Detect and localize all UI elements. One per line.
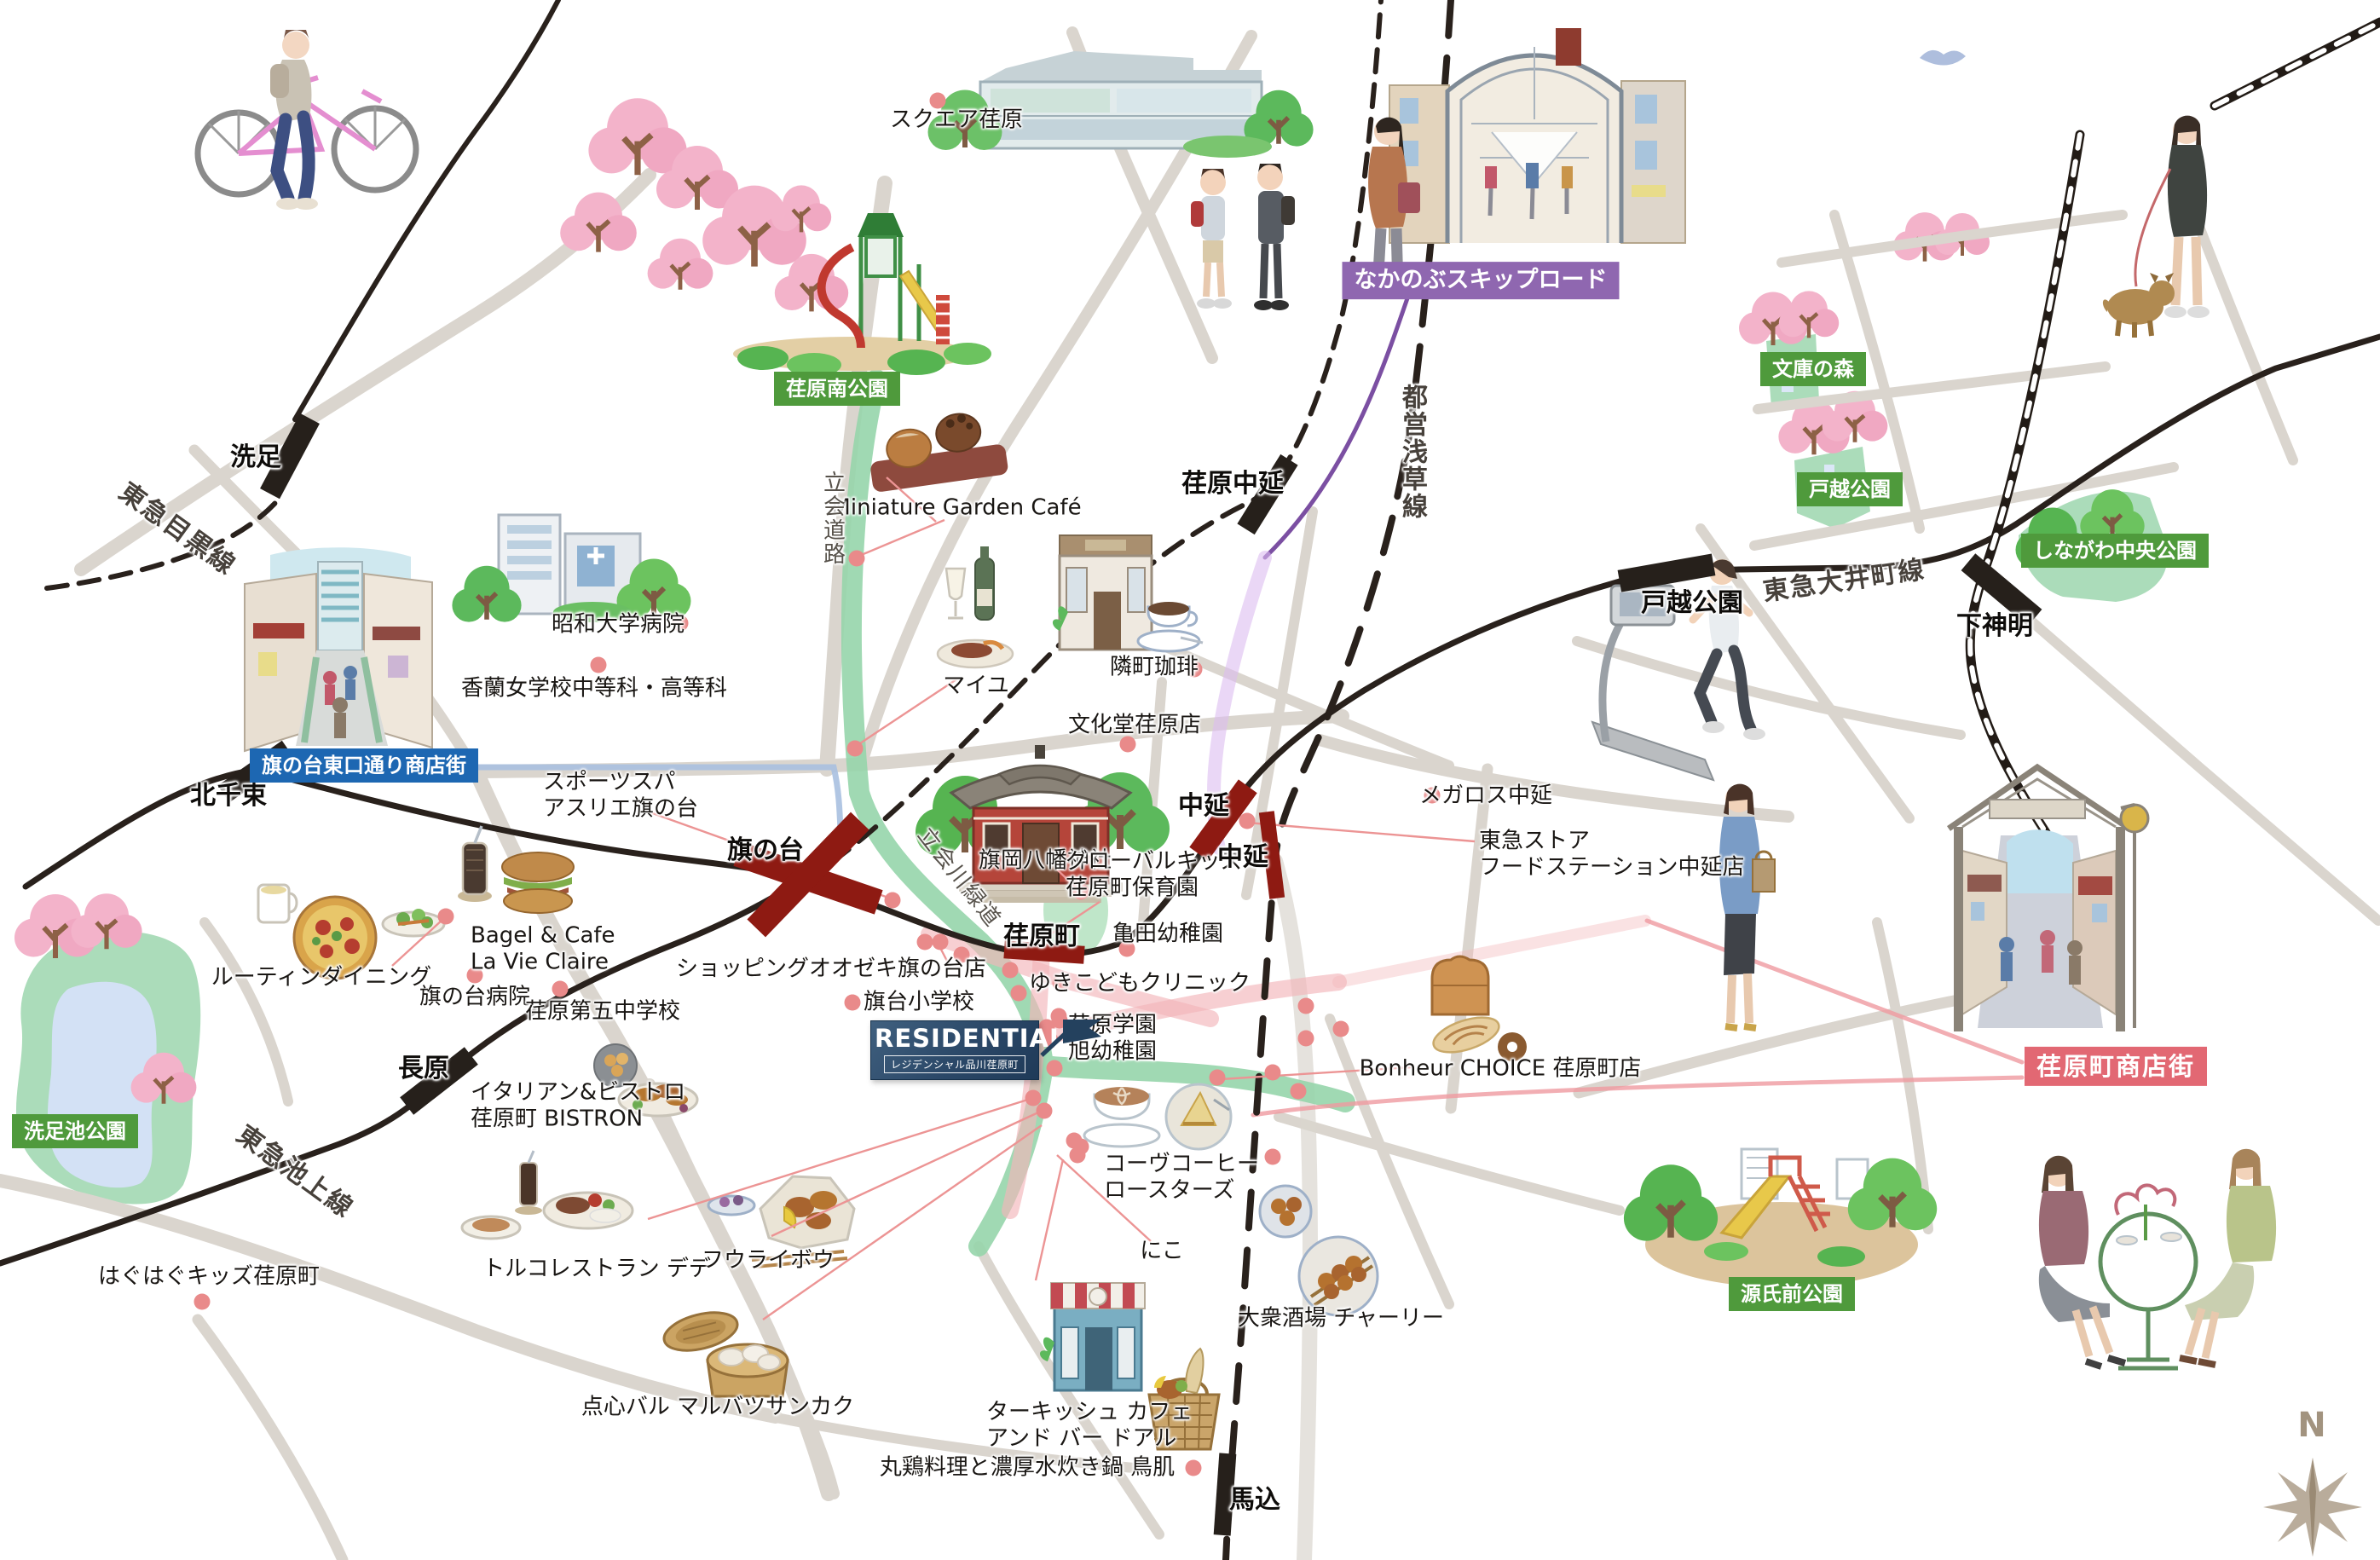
bonheur-bread-illustration [1430,955,1527,1061]
chicken-basket-illustration [1147,1347,1221,1451]
station-bar [747,812,869,938]
station-bar [217,740,294,803]
ebaramachi-street-gate-illustration [1947,763,2150,1031]
asakusa-line [1222,0,1454,1560]
genjimae-playground-illustration [1624,1147,1937,1287]
doal-storefront-illustration [1040,1282,1146,1392]
square-ebara-building [928,51,1314,158]
senzokuike-park-area [14,893,201,1205]
ebara-minami-playground [560,98,991,377]
bird-icon [1920,49,1966,66]
bagel-cafe-food-illustration [458,825,575,914]
treadmill-runner-illustration [1591,559,1765,782]
yakitori-plates-illustration [1258,1184,1379,1317]
shopping-woman-illustration [1719,783,1776,1031]
routine-dining-food-illustration [257,883,446,980]
dede-dinner-illustration [460,1150,634,1240]
meguro-line [44,494,284,591]
station-bar [1617,553,1716,592]
schoolkids-illustration [1191,164,1295,310]
station-bar [1237,454,1298,535]
station-bar [400,1047,478,1115]
dog-walker-illustration [2102,115,2210,338]
station-bar [1258,811,1285,899]
station-bar [1189,779,1257,861]
station-bar [1961,553,2042,627]
hataoka-shrine-illustration [916,745,1170,903]
station-bar [1003,940,1085,964]
canele-tray-illustration [870,413,1008,492]
station-bar [1213,1453,1237,1536]
nakanobu-arcade-illustration [1389,28,1686,244]
tonarimachi-cafe-illustration [1052,534,1204,653]
station-bar [260,413,320,500]
hatanodai-street-illustration [244,547,433,753]
compass-rose [2263,1458,2362,1557]
showa-hospital-illustration [452,513,690,622]
cyclist-illustration [194,30,419,210]
oimachi-line [22,333,2380,958]
mayu-dinner-illustration [936,546,1014,669]
cafe-ladies-illustration [2038,1148,2277,1371]
dimsum-steamer-illustration [662,1311,789,1398]
bunko-no-mori-area [1739,291,1839,407]
nakanobu-purple-line [1262,293,1411,560]
latte-and-cake-illustration [1083,1083,1233,1151]
bistron-food-illustration [593,1043,699,1118]
